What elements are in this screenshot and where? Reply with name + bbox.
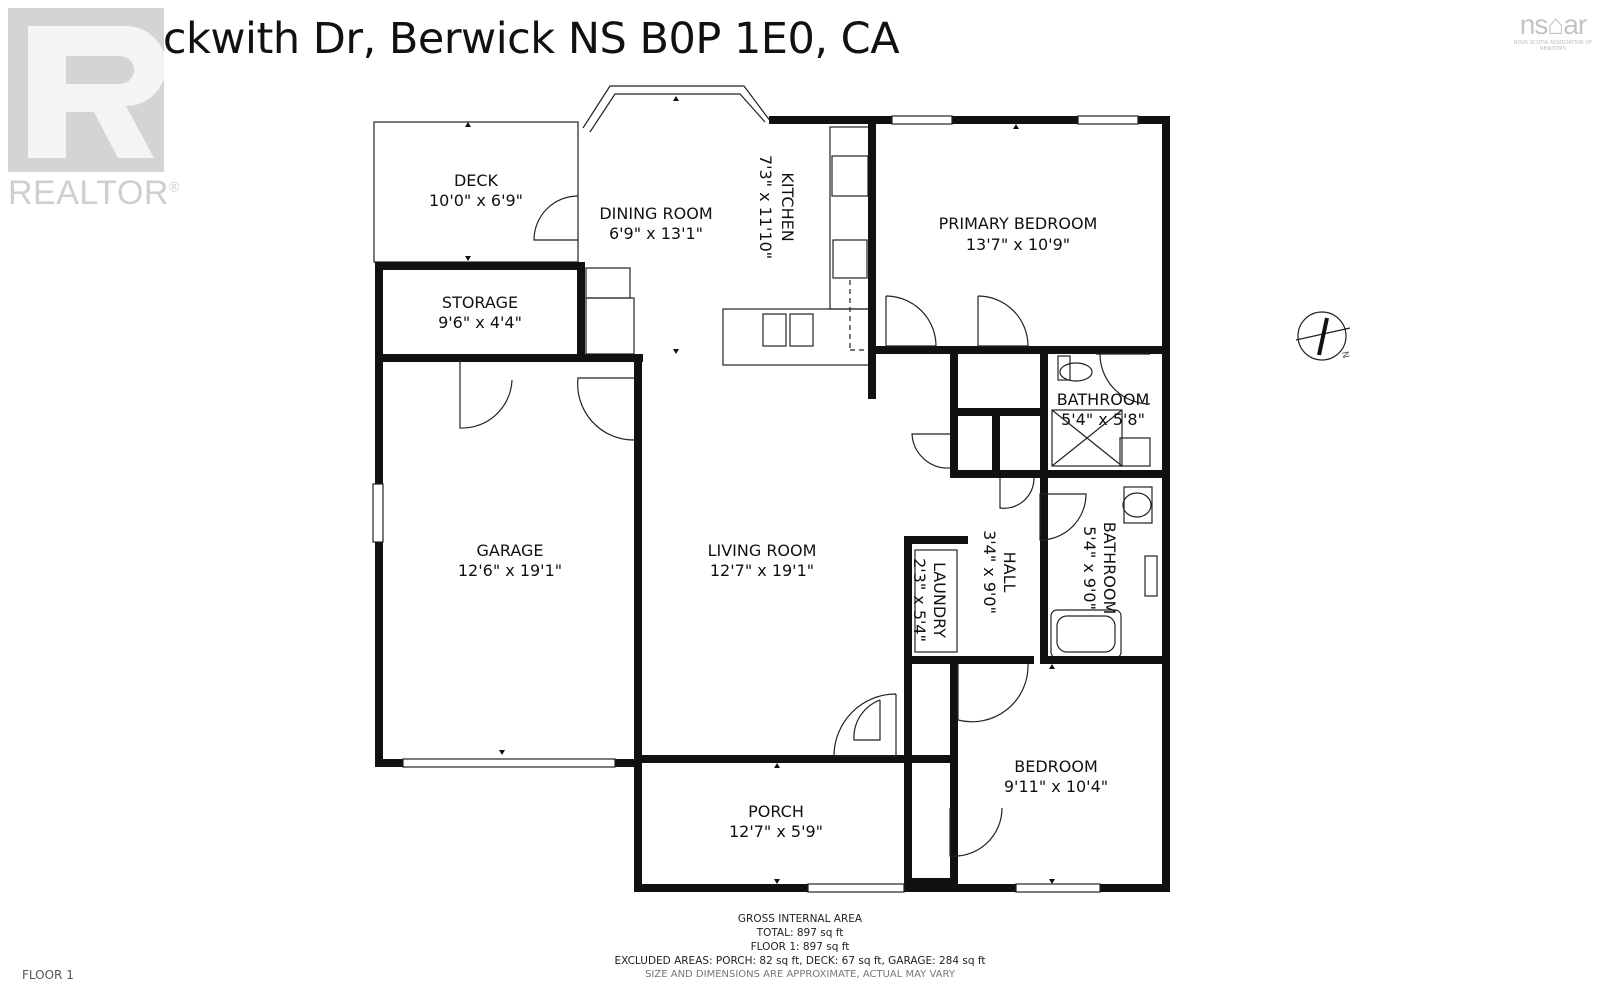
room-dims-primary-bedroom: 13'7" x 10'9": [966, 235, 1070, 254]
room-name-primary-bedroom: PRIMARY BEDROOM: [939, 214, 1098, 233]
room-dims-bedroom: 9'11" x 10'4": [1004, 777, 1108, 796]
room-dims-dining: 6'9" x 13'1": [609, 224, 703, 243]
listing-address: 20 Beckwith Dr, Berwick NS B0P 1E0, CA: [41, 14, 900, 64]
realtor-wordmark: REALTOR®: [8, 174, 180, 212]
svg-text:N: N: [1339, 351, 1350, 360]
room-name-bathroom-1: BATHROOM: [1057, 390, 1150, 409]
room-name-living-room: LIVING ROOM: [708, 541, 817, 560]
area-heading: GROSS INTERNAL AREA: [737, 913, 863, 925]
compass-icon: N: [1317, 317, 1350, 360]
room-name-deck: DECK: [454, 171, 499, 190]
area-disclaimer: SIZE AND DIMENSIONS ARE APPROXIMATE, ACT…: [645, 969, 955, 980]
walls: [375, 116, 1170, 892]
room-dims-living-room: 12'7" x 19'1": [710, 561, 814, 580]
room-name-porch: PORCH: [748, 802, 804, 821]
room-name-storage: STORAGE: [442, 293, 518, 312]
room-dims-hall: 3'4" x 9'0": [980, 530, 999, 614]
area-floor1: FLOOR 1: 897 sq ft: [750, 941, 850, 953]
room-dims-garage: 12'6" x 19'1": [458, 561, 562, 580]
room-name-kitchen: KITCHEN: [778, 172, 797, 241]
doors: [459, 195, 1151, 857]
windows: [372, 115, 1139, 893]
area-summary: GROSS INTERNAL AREA TOTAL: 897 sq ft FLO…: [580, 912, 1020, 982]
floor-label: FLOOR 1: [22, 968, 74, 982]
room-dims-porch: 12'7" x 5'9": [729, 822, 823, 841]
room-dims-bathroom-2: 5'4" x 9'0": [1080, 526, 1099, 610]
realtor-logo-mark: [8, 8, 166, 172]
room-name-bedroom: BEDROOM: [1014, 757, 1098, 776]
room-name-hall: HALL: [1000, 552, 1019, 593]
room-dims-kitchen: 7'3" x 11'10": [756, 155, 775, 259]
room-name-garage: GARAGE: [477, 541, 544, 560]
dimension-ticks: [465, 96, 1055, 884]
nsar-logo: ns⌂ar NOVA SCOTIA ASSOCIATION OF REALTOR…: [1508, 10, 1598, 58]
area-total: TOTAL: 897 sq ft: [756, 927, 844, 939]
room-dims-bathroom-1: 5'4" x 5'8": [1061, 410, 1145, 429]
thin-outlines: [373, 85, 1351, 659]
area-excluded: EXCLUDED AREAS: PORCH: 82 sq ft, DECK: 6…: [614, 955, 986, 967]
room-name-dining: DINING ROOM: [599, 204, 712, 223]
room-name-laundry: LAUNDRY: [930, 562, 949, 638]
realtor-logo: REALTOR®: [8, 8, 180, 212]
nsar-subtitle: NOVA SCOTIA ASSOCIATION OF REALTORS: [1513, 40, 1593, 52]
nsar-mark: ns⌂ar: [1519, 9, 1587, 40]
room-dims-deck: 10'0" x 6'9": [429, 191, 523, 210]
room-dims-storage: 9'6" x 4'4": [438, 313, 522, 332]
room-dims-laundry: 2'3" x 5'4": [910, 558, 929, 642]
room-name-bathroom-2: BATHROOM: [1100, 522, 1119, 615]
room-labels: DECK 10'0" x 6'9" STORAGE 9'6" x 4'4" DI…: [429, 155, 1149, 841]
